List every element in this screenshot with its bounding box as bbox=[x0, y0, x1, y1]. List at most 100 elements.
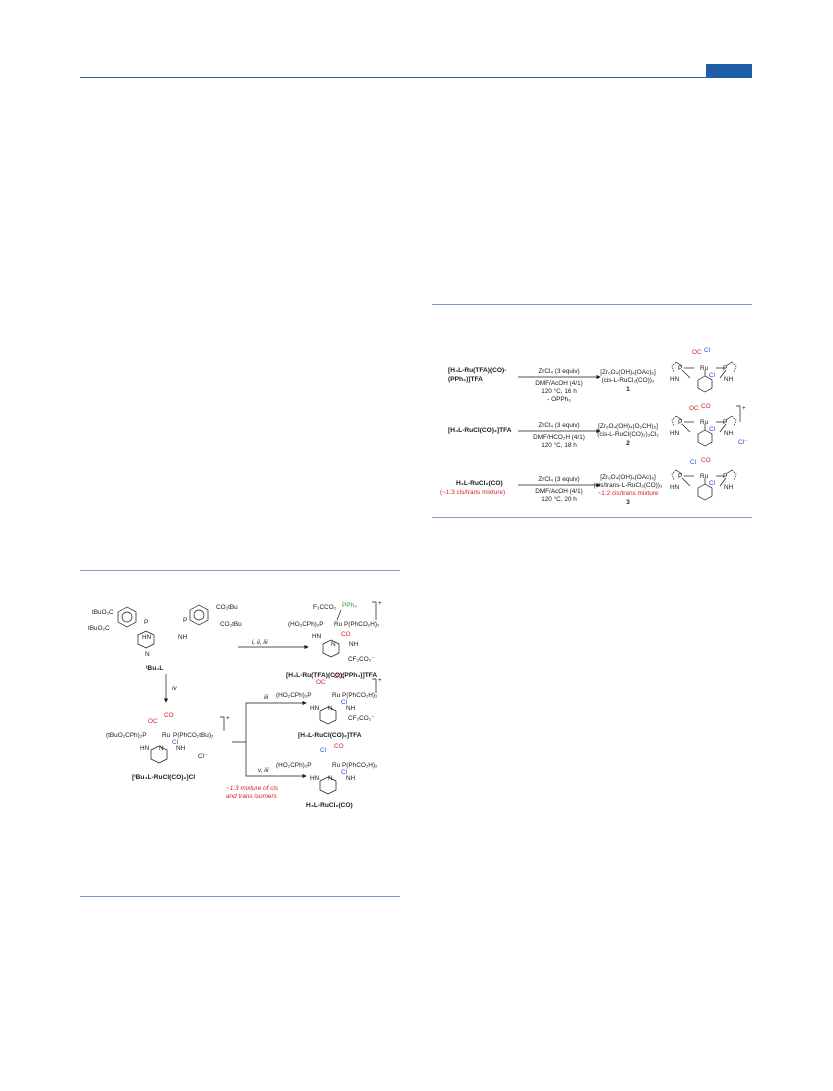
svg-text:NH: NH bbox=[724, 376, 734, 383]
svg-text:Ru: Ru bbox=[700, 419, 709, 426]
product-2-line-2: (cis-L-RuCl(CO)₂)₃Cl₂ bbox=[597, 431, 659, 438]
svg-text:tBuO₂C: tBuO₂C bbox=[88, 625, 110, 632]
product-2-number: 2 bbox=[626, 440, 630, 447]
intermediate-name: [ᵗBu₄L-RuCl(CO)₂]Cl bbox=[132, 774, 195, 781]
right-row-3: H₄L-RuCl₂(CO) (~1:3 cis/trans mixture) Z… bbox=[440, 457, 737, 506]
product-rucl-co2-tfa: OC CO (HO₂CPh)₂P Ru P(PhCO₂H)₂ Cl HN NH … bbox=[276, 673, 382, 739]
svg-text:HN: HN bbox=[670, 376, 680, 383]
arrow-down-label: iv bbox=[172, 685, 177, 692]
svg-text:Cl: Cl bbox=[690, 459, 696, 466]
svg-text:Cl: Cl bbox=[320, 747, 326, 754]
svg-text:NH: NH bbox=[724, 430, 734, 437]
ligand-name: ᵗBu₄L bbox=[146, 665, 163, 672]
svg-text:PPh₃: PPh₃ bbox=[342, 602, 357, 609]
product-top-name: [H₄L-Ru(TFA)(CO)(PPh₃)]TFA bbox=[286, 672, 377, 679]
svg-text:Cl: Cl bbox=[709, 426, 715, 433]
svg-text:P: P bbox=[678, 473, 682, 480]
left-reaction-scheme: tBuO₂C tBuO₂C CO₂tBu CO₂tBu P P HN NH N … bbox=[88, 600, 382, 809]
svg-text:Cl: Cl bbox=[341, 769, 347, 776]
condition-1-b: 120 °C, 16 h bbox=[541, 387, 577, 395]
arrow-branch-down bbox=[245, 742, 307, 779]
svg-text:Cl⁻: Cl⁻ bbox=[738, 439, 747, 446]
mixture-note-2: and trans isomers bbox=[226, 793, 278, 800]
svg-text:HN: HN bbox=[670, 430, 680, 437]
svg-text:N: N bbox=[331, 641, 336, 648]
svg-text:HN: HN bbox=[670, 484, 680, 491]
svg-text:NH: NH bbox=[346, 705, 356, 712]
svg-text:CO₂tBu: CO₂tBu bbox=[216, 604, 238, 611]
svg-text:CF₃CO₂⁻: CF₃CO₂⁻ bbox=[348, 656, 375, 663]
arrow-low-label: v, iii bbox=[258, 767, 269, 774]
reactant-1-line-2: (PPh₃)]TFA bbox=[448, 376, 483, 383]
svg-text:+: + bbox=[742, 405, 746, 412]
svg-text:Ru: Ru bbox=[700, 473, 709, 480]
condition-1-top: ZrCl₄ (3 equiv) bbox=[538, 368, 579, 375]
svg-text:Cl: Cl bbox=[341, 699, 347, 706]
reactant-1-line-1: [H₄L-Ru(TFA)(CO)- bbox=[448, 367, 506, 374]
svg-text:P: P bbox=[678, 365, 682, 372]
product-rucl2-co: Cl CO (HO₂CPh)₂P Ru P(PhCO₂H)₂ Cl HN NH … bbox=[276, 743, 378, 809]
ligand-tbu4l: tBuO₂C tBuO₂C CO₂tBu CO₂tBu P P HN NH N … bbox=[88, 604, 242, 672]
condition-1-a: DMF/AcOH (4/1) bbox=[535, 380, 583, 387]
svg-text:Cl⁻: Cl⁻ bbox=[198, 753, 207, 760]
left-scheme-bottom-rule bbox=[80, 896, 400, 897]
svg-text:NH: NH bbox=[178, 634, 188, 641]
svg-text:tBuO₂C: tBuO₂C bbox=[92, 609, 114, 616]
svg-text:P: P bbox=[723, 419, 727, 426]
svg-text:CO: CO bbox=[701, 457, 711, 464]
svg-text:P: P bbox=[723, 473, 727, 480]
pincer-structure-1: OC Cl Ru P P Cl HN NH bbox=[670, 347, 737, 393]
condition-3-b: 120 °C, 20 h bbox=[541, 495, 577, 503]
svg-text:P: P bbox=[144, 619, 148, 626]
condition-2-top: ZrCl₄ (3 equiv) bbox=[538, 422, 579, 429]
svg-text:HN: HN bbox=[142, 634, 152, 641]
svg-text:Ru: Ru bbox=[162, 732, 171, 739]
pincer-structure-2: OC CO Ru P P Cl HN NH + Cl⁻ bbox=[670, 403, 747, 447]
svg-text:Ru: Ru bbox=[332, 762, 341, 769]
product-1-line-2: (cis-L-RuCl₂(CO))₃ bbox=[601, 377, 654, 384]
svg-text:CF₃CO₂⁻: CF₃CO₂⁻ bbox=[348, 715, 375, 722]
svg-text:CO₂tBu: CO₂tBu bbox=[220, 621, 242, 628]
right-scheme-top-rule bbox=[432, 304, 752, 305]
product-ru-tfa: F₃CCO₂ PPh₃ (HO₂CPh)₂P Ru P(PhCO₂H)₂ CO … bbox=[286, 600, 382, 679]
arrow-mid-label: iii bbox=[264, 694, 269, 701]
svg-text:OC: OC bbox=[148, 718, 158, 725]
condition-3-a: DMF/AcOH (4/1) bbox=[535, 488, 583, 495]
svg-text:(HO₂CPh)₂P: (HO₂CPh)₂P bbox=[288, 621, 324, 628]
svg-text:P: P bbox=[183, 617, 187, 624]
svg-text:HN: HN bbox=[310, 705, 320, 712]
right-reaction-scheme: [H₄L-Ru(TFA)(CO)- (PPh₃)]TFA ZrCl₄ (3 eq… bbox=[440, 347, 747, 506]
svg-text:OC: OC bbox=[692, 349, 702, 356]
svg-text:Ru: Ru bbox=[700, 365, 709, 372]
svg-text:Ru: Ru bbox=[332, 692, 341, 699]
svg-text:+: + bbox=[226, 715, 230, 722]
reactant-3: H₄L-RuCl₂(CO) bbox=[456, 480, 503, 487]
product-3-line-1: [Zr₆O₄(OH)₄(OAc)₆] bbox=[600, 474, 656, 481]
intermediate-tbu4l-rucl: OC CO (tBuO₂CPh)₂P Ru P(PhCO₂tBu)₂ Cl HN… bbox=[106, 712, 230, 781]
header-rule bbox=[80, 77, 752, 78]
product-3-line-2: (cis/trans-L-RuCl₂(CO))₃ bbox=[594, 482, 663, 489]
product-2-line-1: [Zr₆O₄(OH)₄(O₂CH)₆] bbox=[598, 423, 658, 430]
svg-text:NH: NH bbox=[349, 641, 359, 648]
svg-text:(tBuO₂CPh)₂P: (tBuO₂CPh)₂P bbox=[106, 732, 146, 739]
reactant-3-note: (~1:3 cis/trans mixture) bbox=[440, 489, 505, 496]
arrow-top-label: i, ii, iii bbox=[252, 639, 268, 646]
svg-text:P(PhCO₂H)₂: P(PhCO₂H)₂ bbox=[342, 762, 378, 769]
svg-text:P(PhCO₂tBu)₂: P(PhCO₂tBu)₂ bbox=[173, 732, 214, 739]
svg-text:CO: CO bbox=[334, 673, 344, 680]
svg-text:+: + bbox=[378, 600, 382, 607]
svg-text:OC: OC bbox=[316, 679, 326, 686]
arrow-branch-up bbox=[232, 700, 307, 743]
product-mid-name: [H₄L-RuCl(CO)₂]TFA bbox=[298, 732, 362, 739]
page-tab-marker bbox=[706, 64, 752, 77]
svg-text:(HO₂CPh)₂P: (HO₂CPh)₂P bbox=[276, 692, 312, 699]
left-scheme-top-rule bbox=[80, 570, 400, 571]
product-low-name: H₄L-RuCl₂(CO) bbox=[306, 802, 353, 809]
svg-text:F₃CCO₂: F₃CCO₂ bbox=[313, 604, 337, 611]
product-3-number: 3 bbox=[626, 499, 630, 506]
svg-text:Cl: Cl bbox=[709, 372, 715, 379]
svg-text:(HO₂CPh)₂P: (HO₂CPh)₂P bbox=[276, 762, 312, 769]
svg-text:P(PhCO₂H)₂: P(PhCO₂H)₂ bbox=[342, 692, 378, 699]
product-1-line-1: [Zr₆O₄(OH)₄(OAc)₆] bbox=[600, 369, 656, 376]
svg-text:CO: CO bbox=[334, 743, 344, 750]
